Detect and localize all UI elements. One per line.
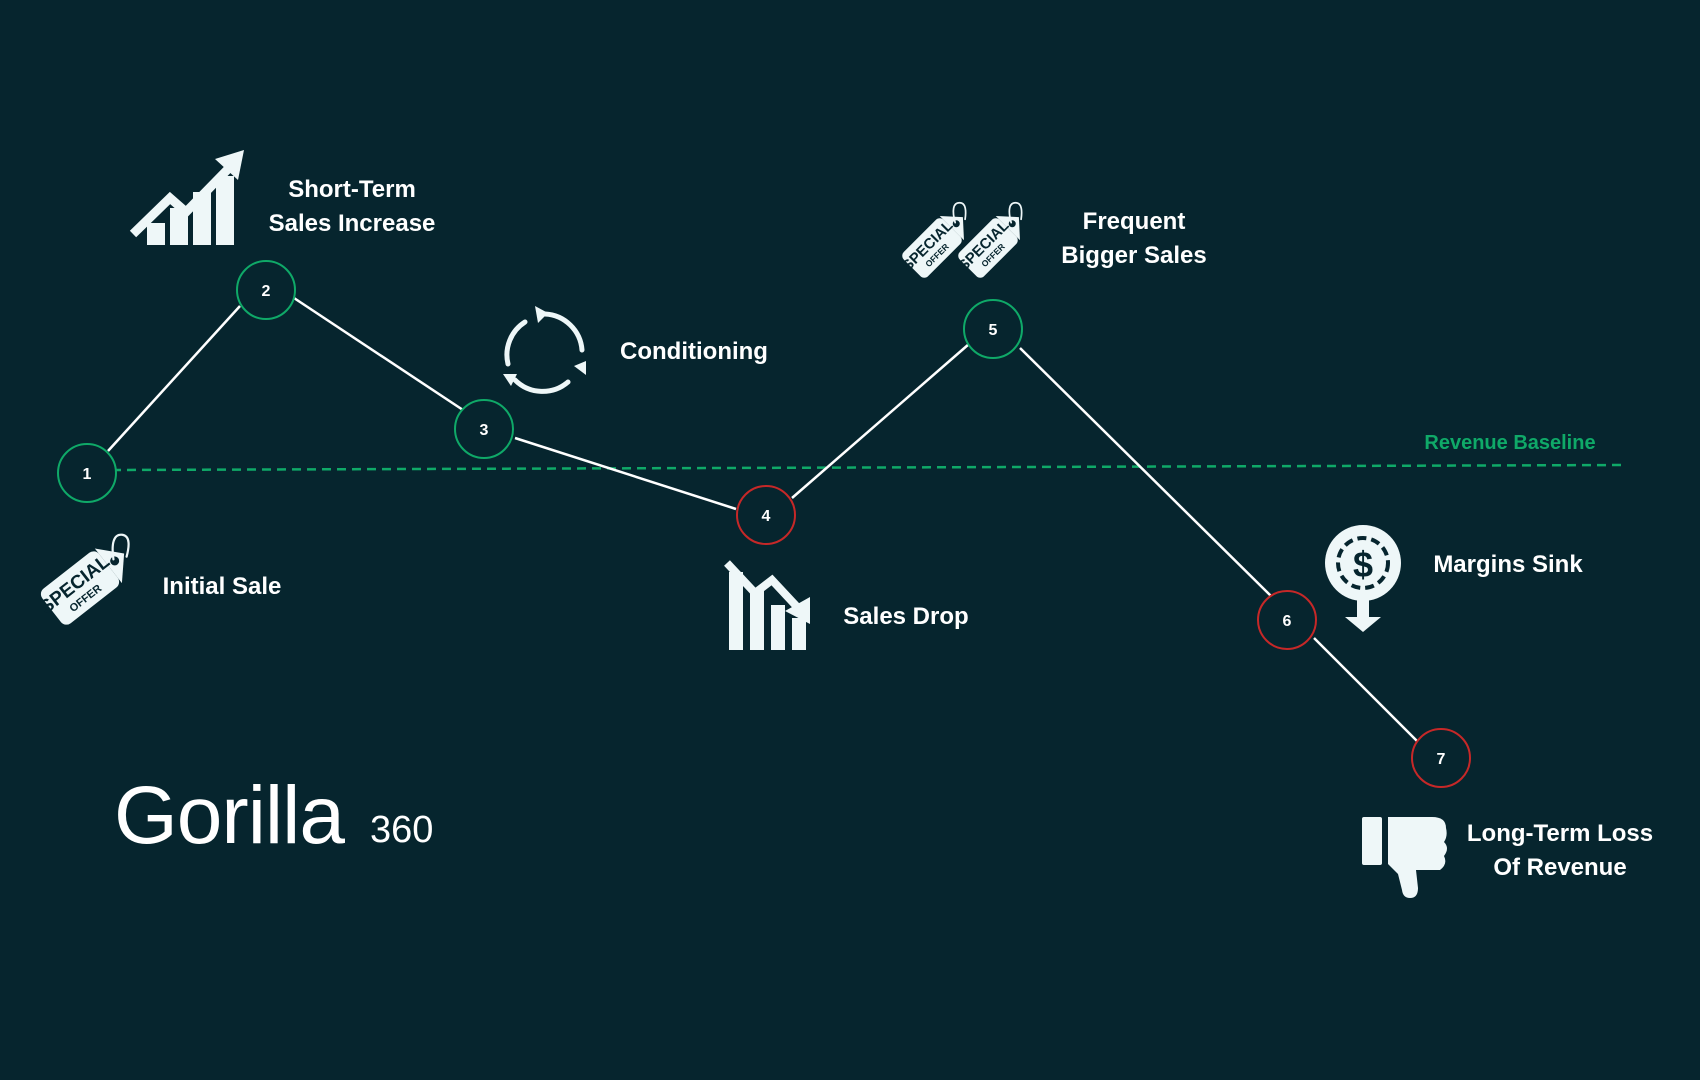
- point-6: 6: [1257, 590, 1317, 650]
- point-5-number: 5: [989, 322, 998, 339]
- thumbs-down-icon: [1362, 817, 1447, 898]
- double-special-offer-tag-icon: SPECIAL OFFER SPECIAL OFFER: [899, 197, 1039, 281]
- cycle-arrows-icon: [503, 306, 586, 394]
- growth-chart-icon: [129, 150, 244, 245]
- label-short-term-line-2: Sales Increase: [269, 210, 436, 237]
- point-6-number: 6: [1283, 613, 1292, 630]
- revenue-baseline: [111, 463, 1627, 472]
- special-offer-tag-icon: SPECIAL OFFER: [36, 527, 149, 629]
- point-2: 2: [236, 260, 296, 320]
- point-3-number: 3: [480, 422, 489, 439]
- dollar-down-icon: $: [1325, 525, 1401, 632]
- point-1-number: 1: [83, 466, 92, 483]
- point-1: 1: [57, 443, 117, 503]
- label-frequent-line-2: Bigger Sales: [1061, 242, 1206, 269]
- point-6-circle: [1257, 590, 1317, 650]
- gorilla360-logo: Gorilla 360: [114, 770, 433, 861]
- label-frequent-line-1: Frequent: [1083, 208, 1186, 235]
- label-loss-line-2: Of Revenue: [1493, 854, 1626, 881]
- point-4: 4: [736, 485, 796, 545]
- label-sales-drop: Sales Drop: [843, 603, 968, 630]
- point-3-circle: [454, 399, 514, 459]
- point-7-circle: [1411, 728, 1471, 788]
- logo-name: Gorilla: [114, 770, 345, 861]
- point-5-circle: [963, 299, 1023, 359]
- decline-chart-icon: [724, 560, 810, 650]
- point-7-number: 7: [1437, 751, 1446, 768]
- trend-line: [107, 296, 1419, 743]
- point-4-circle: [736, 485, 796, 545]
- svg-text:$: $: [1353, 544, 1373, 585]
- point-3: 3: [454, 399, 514, 459]
- label-conditioning: Conditioning: [620, 338, 768, 365]
- label-margins-sink: Margins Sink: [1433, 551, 1583, 578]
- point-1-circle: [57, 443, 117, 503]
- point-4-number: 4: [762, 508, 771, 525]
- point-2-circle: [236, 260, 296, 320]
- revenue-baseline-label: Revenue Baseline: [1424, 432, 1595, 454]
- point-7: 7: [1411, 728, 1471, 788]
- point-5: 5: [963, 299, 1023, 359]
- label-loss-line-1: Long-Term Loss: [1467, 820, 1653, 847]
- label-initial-sale: Initial Sale: [163, 573, 282, 600]
- point-2-number: 2: [262, 283, 271, 300]
- logo-suffix: 360: [370, 809, 433, 851]
- label-short-term-line-1: Short-Term: [288, 176, 416, 203]
